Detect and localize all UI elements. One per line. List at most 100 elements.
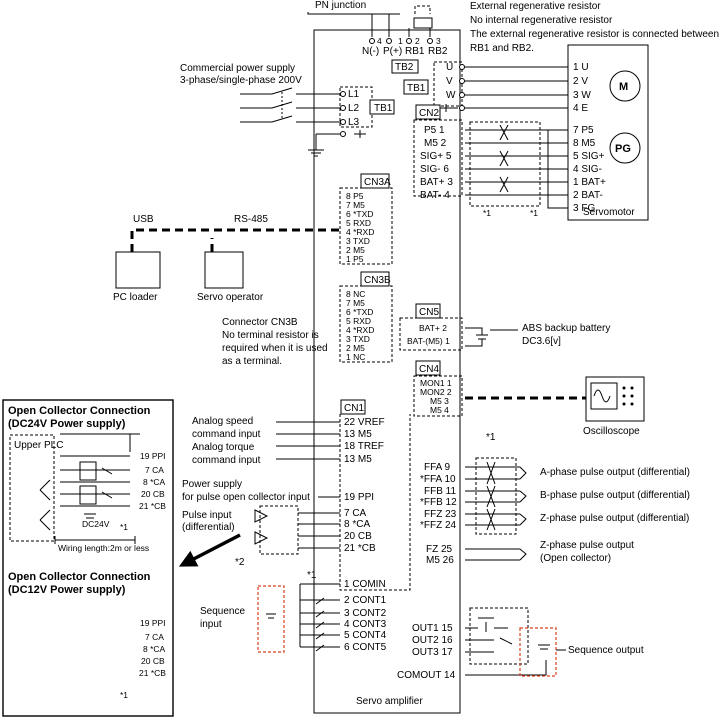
svg-text:1: 1 (398, 36, 403, 46)
svg-text:2 V: 2 V (573, 76, 588, 87)
svg-text:4: 4 (377, 36, 382, 46)
svg-text:19 PPI: 19 PPI (344, 492, 374, 503)
svg-text:4 E: 4 E (573, 103, 588, 114)
svg-text:BAT+ 3: BAT+ 3 (420, 177, 453, 188)
tb1-power-label: TB1 (374, 103, 393, 114)
svg-text:A-phase pulse output (differen: A-phase pulse output (differential) (540, 467, 690, 478)
cn1-output-pins: OUT1 15 OUT2 16 OUT3 17 COMOUT 14 (397, 623, 456, 681)
svg-text:Analog speed: Analog speed (192, 416, 253, 427)
svg-text:(DC24V Power supply): (DC24V Power supply) (8, 418, 126, 430)
sequence-output-label: Sequence output (568, 645, 644, 656)
cn5-title: CN5 (419, 307, 439, 318)
svg-text:V: V (446, 76, 453, 87)
pn-junction-label: PN junction (315, 0, 366, 11)
svg-text:5 SIG+: 5 SIG+ (573, 151, 605, 162)
servomotor-box (567, 44, 649, 221)
svg-text:Connector CN3B: Connector CN3B (222, 317, 298, 328)
svg-text:M5 2: M5 2 (424, 138, 447, 149)
svg-text:Z-phase pulse output: Z-phase pulse output (540, 540, 634, 551)
svg-text:*FFZ 24: *FFZ 24 (420, 520, 457, 531)
svg-text:8 P5: 8 P5 (346, 191, 364, 201)
regen-line-1: External regenerative resistor (470, 1, 601, 12)
battery-label-2: DC3.6[v] (522, 336, 561, 347)
svg-text:No terminal resistor is: No terminal resistor is (222, 330, 319, 341)
svg-text:L2: L2 (348, 103, 360, 114)
svg-text:input: input (200, 619, 222, 630)
svg-text:3 TXD: 3 TXD (346, 334, 370, 344)
svg-text:3 CONT2: 3 CONT2 (344, 608, 387, 619)
svg-text:20 CB: 20 CB (344, 531, 372, 542)
svg-text:Sequence: Sequence (200, 606, 245, 617)
svg-text:2 BAT-: 2 BAT- (573, 190, 603, 201)
svg-text:1 U: 1 U (573, 62, 589, 73)
svg-text:RB1: RB1 (405, 46, 425, 57)
svg-text:8 *CA: 8 *CA (344, 519, 370, 530)
svg-text:BAT-(M5) 1: BAT-(M5) 1 (407, 336, 450, 346)
battery-label-1: ABS backup battery (522, 323, 610, 334)
cn3a-pin-list: 8 P5 7 M5 6 *TXD 5 RXD 4 *RXD 3 TXD 2 M5… (346, 191, 374, 264)
cn4-pin-list: MON1 1 MON2 2 M5 3 M5 4 (420, 378, 452, 415)
svg-text:command input: command input (192, 455, 261, 466)
svg-text:7 CA: 7 CA (344, 508, 367, 519)
svg-text:Z-phase pulse output (differen: Z-phase pulse output (differential) (540, 513, 689, 524)
svg-text:3 TXD: 3 TXD (346, 236, 370, 246)
svg-text:B-phase pulse output (differen: B-phase pulse output (differential) (540, 490, 690, 501)
cn1-star1-left: *1 (307, 570, 317, 581)
svg-text:Pulse input: Pulse input (182, 510, 232, 521)
svg-text:Open Collector Connection: Open Collector Connection (8, 571, 151, 583)
svg-text:required when it is used: required when it is used (222, 343, 328, 354)
svg-text:*FFA 10: *FFA 10 (420, 474, 456, 485)
svg-text:OUT1 15: OUT1 15 (412, 623, 453, 634)
svg-text:7 CA: 7 CA (145, 465, 164, 475)
servo-amplifier-box (313, 29, 461, 714)
cn3b-pin-list: 8 NC 7 M5 6 *TXD 5 RXD 4 *RXD 3 TXD 2 M5… (346, 289, 374, 362)
tb2-label: TB2 (395, 62, 414, 73)
svg-text:3: 3 (436, 36, 441, 46)
usb-label: USB (133, 214, 154, 225)
svg-text:2: 2 (415, 36, 420, 46)
rs485-label: RS-485 (234, 214, 268, 225)
svg-text:(Open collector): (Open collector) (540, 553, 611, 564)
svg-text:21 *CB: 21 *CB (139, 501, 166, 511)
servo-operator-box (204, 251, 244, 289)
svg-text:4 *RXD: 4 *RXD (346, 227, 374, 237)
cn1-star1-right: *1 (486, 432, 496, 443)
svg-text:7 P5: 7 P5 (573, 125, 594, 136)
inset-pointer-arrow (178, 533, 241, 567)
cn2-note-1: *1 (483, 208, 491, 218)
cn1-right-pin-list: FFA 9 *FFA 10 FFB 11 *FFB 12 FFZ 23 *FFZ… (420, 462, 457, 566)
svg-text:U: U (446, 62, 453, 73)
svg-text:FFB 11: FFB 11 (424, 486, 456, 497)
svg-text:command input: command input (192, 429, 261, 440)
motor-icon (609, 70, 641, 102)
svg-text:2 M5: 2 M5 (346, 245, 365, 255)
svg-text:*FFB 12: *FFB 12 (420, 497, 457, 508)
open-collector-inset (2, 399, 174, 717)
svg-text:SIG+ 5: SIG+ 5 (420, 151, 452, 162)
svg-text:4 CONT3: 4 CONT3 (344, 619, 387, 630)
power-label-2: 3-phase/single-phase 200V (180, 75, 302, 86)
svg-text:20 CB: 20 CB (141, 656, 165, 666)
regen-resistor-icon (413, 17, 433, 29)
svg-text:8 NC: 8 NC (346, 289, 365, 299)
svg-text:22 VREF: 22 VREF (344, 417, 385, 428)
cn1-star2: *2 (235, 557, 245, 568)
svg-text:L1: L1 (348, 89, 360, 100)
svg-text:MON1 1: MON1 1 (420, 378, 452, 388)
svg-text:OUT2 16: OUT2 16 (412, 635, 453, 646)
svg-text:1 NC: 1 NC (346, 352, 365, 362)
svg-text:DC24V: DC24V (82, 519, 110, 529)
svg-text:5 RXD: 5 RXD (346, 218, 371, 228)
cn3a-title: CN3A (364, 177, 391, 188)
inset-24v-pins: 19 PPI 7 CA 8 *CA 20 CB 21 *CB (139, 451, 166, 511)
svg-text:Analog torque: Analog torque (192, 442, 255, 453)
svg-text:P(+): P(+) (383, 46, 402, 57)
svg-text:N(-): N(-) (362, 46, 379, 57)
svg-text:3 W: 3 W (573, 90, 591, 101)
cn1-title: CN1 (344, 403, 364, 414)
encoder-pin-list: 7 P5 8 M5 5 SIG+ 4 SIG- 1 BAT+ 2 BAT- 3 … (573, 125, 606, 214)
servo-operator-label: Servo operator (197, 292, 264, 303)
svg-text:BAT+ 2: BAT+ 2 (419, 323, 447, 333)
servomotor-label: Servomotor (583, 207, 635, 218)
svg-text:7 M5: 7 M5 (346, 200, 365, 210)
